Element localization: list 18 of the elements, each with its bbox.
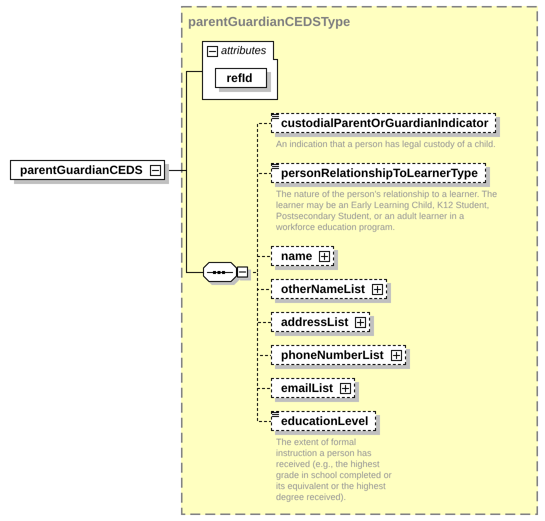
element-name: custodialParentOrGuardianIndicator [281, 116, 488, 130]
description-text: The extent of formal instruction a person has received (e.g., the highest grade in school completed or its equivalent or the highest degree received). [276, 437, 393, 503]
element-name: educationLevel [281, 414, 368, 428]
element-name: otherNameList [281, 282, 366, 296]
description-text: The nature of the person's relationship to a learner. The learner may be an Early Learning Child, K12 Student, Postsecondary Student, or an adult learner in a workforce education program. [276, 189, 498, 233]
element-name: personRelationshipToLearnerType [281, 166, 478, 180]
type-name: parentGuardianCEDSType [188, 14, 350, 29]
type-box [181, 6, 538, 515]
element-name: parentGuardianCEDS [20, 163, 143, 177]
dashed-connector [248, 272, 272, 422]
element-name: phoneNumberList [281, 348, 384, 362]
attributes-box [202, 41, 278, 100]
element-name: name [281, 249, 312, 263]
element-name: emailList [281, 381, 334, 395]
element-name: addressList [281, 315, 348, 329]
attribute-name: refId [226, 71, 252, 85]
description-text: An indication that a person has legal custody of a child. [276, 139, 497, 150]
group-heading: attributes [221, 45, 266, 58]
